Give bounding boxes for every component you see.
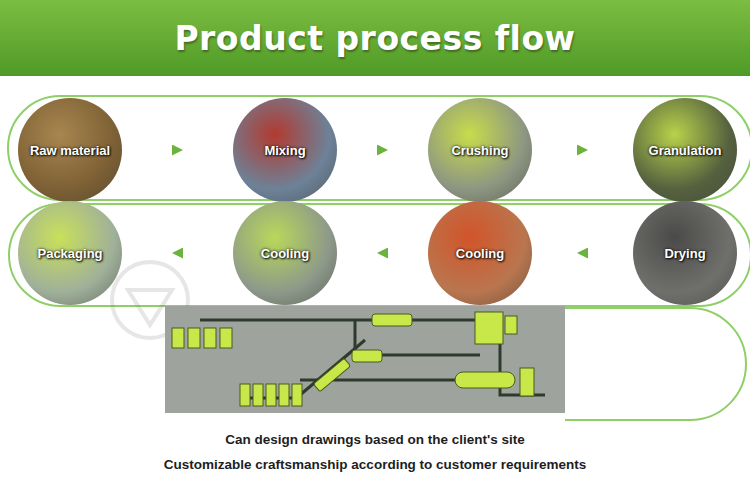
process-circle: Cooling — [428, 201, 532, 305]
step-label: Raw material — [30, 143, 110, 158]
process-circle: Packaging — [18, 201, 122, 305]
process-circle: Drying — [633, 201, 737, 305]
header-bar — [0, 0, 750, 76]
process-circle: Granulation — [633, 98, 737, 202]
flow-arrow — [337, 253, 428, 254]
flow-arrow — [532, 150, 633, 151]
page-title: Product process flow — [0, 0, 750, 76]
footer-note: Can design drawings based on the client'… — [75, 432, 675, 447]
step-label: Granulation — [649, 143, 722, 158]
flow-arrow — [122, 253, 233, 254]
process-circle: Raw material — [18, 98, 122, 202]
flow-arrow — [532, 253, 633, 254]
footer-note: Customizable craftsmanship according to … — [75, 457, 675, 472]
step-label: Crushing — [451, 143, 508, 158]
step-label: Mixing — [264, 143, 305, 158]
flow-arrow — [122, 150, 233, 151]
step-label: Drying — [664, 246, 705, 261]
flow-arrow — [337, 150, 428, 151]
flow-track — [8, 96, 750, 420]
process-circle: Cooling — [233, 201, 337, 305]
plant-layout-drawing — [165, 306, 565, 413]
step-label: Cooling — [261, 246, 309, 261]
step-label: Cooling — [456, 246, 504, 261]
step-label: Packaging — [37, 246, 102, 261]
process-circle: Crushing — [428, 98, 532, 202]
process-circle: Mixing — [233, 98, 337, 202]
